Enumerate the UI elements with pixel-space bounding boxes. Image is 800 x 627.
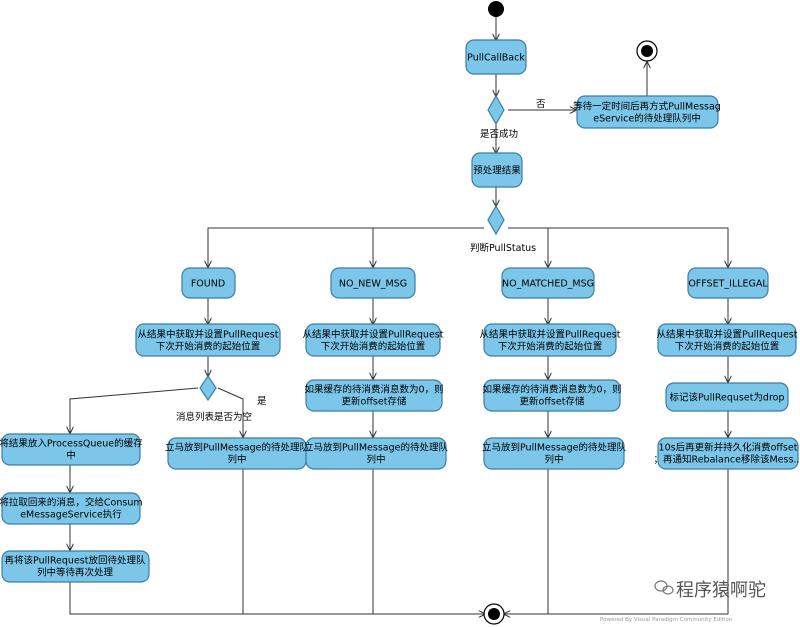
wechat-icon [654, 580, 674, 595]
svg-text:NO_MATCHED_MSG: NO_MATCHED_MSG [502, 279, 594, 290]
label-judge-pullstatus: 判断PullStatus [470, 242, 536, 254]
svg-text:10s后再更新并持久化消费offset；再通知Rebalan: 10s后再更新并持久化消费offset；再通知Rebalance移除该Mess.… [654, 442, 800, 466]
edge-decision3-processqueue [70, 387, 199, 433]
watermark-footer: Powered By Visual Paradigm Community Edi… [600, 617, 733, 623]
label-yes: 是 [257, 396, 267, 407]
node-status-no-matched-msg: NO_MATCHED_MSG [501, 267, 595, 299]
node-found-immediate-queue: 立马放到PullMessage的待处理队列中 [165, 437, 309, 470]
svg-text:如果缓存的待消费消息数为0，则更新offset存储: 如果缓存的待消费消息数为0，则更新offset存储 [304, 384, 443, 408]
edge-nomatch-end [504, 469, 549, 614]
decision-list-empty [199, 374, 217, 402]
edge-offset-end [548, 469, 729, 615]
node-mark-drop: 标记该PullRequset为drop [665, 382, 789, 412]
node-nonew-immediate-queue: 立马放到PullMessage的待处理队列中 [304, 437, 448, 470]
svg-text:再将该PullRequest放回待处理队列中等待再次处理: 再将该PullRequest放回待处理队列中等待再次处理 [5, 555, 146, 579]
node-status-found: FOUND [181, 267, 236, 299]
final-node-bottom [483, 603, 505, 625]
label-list-empty-question: 消息列表是否为空 [176, 411, 252, 423]
svg-text:标记该PullRequset为drop: 标记该PullRequset为drop [669, 392, 784, 404]
initial-node [488, 1, 504, 17]
watermark-text: 程序猿啊驼 [676, 580, 766, 601]
watermark: 程序猿啊驼 Powered By Visual Paradigm Communi… [600, 580, 766, 623]
node-nonew-update-offset: 如果缓存的待消费消息数为0，则更新offset存储 [304, 379, 444, 412]
label-success-question: 是否成功 [480, 128, 518, 140]
svg-text:OFFSET_ILLEGAL: OFFSET_ILLEGAL [688, 279, 768, 290]
svg-text:FOUND: FOUND [191, 279, 225, 290]
final-node-top [636, 40, 658, 62]
node-pullcallback: PullCallBack [465, 39, 527, 75]
svg-text:将结果放入ProcessQueue的缓存中: 将结果放入ProcessQueue的缓存中 [0, 438, 143, 462]
node-nomatch-immediate-queue: 立马放到PullMessage的待处理队列中 [482, 437, 626, 470]
node-persist-offset: 10s后再更新并持久化消费offset；再通知Rebalance移除该Mess.… [654, 437, 800, 470]
edge-to-found [208, 227, 484, 267]
decision-success [487, 94, 505, 126]
svg-text:立马放到PullMessage的待处理队列中: 立马放到PullMessage的待处理队列中 [304, 442, 448, 466]
node-nomatch-update-offset: 如果缓存的待消费消息数为0，则更新offset存储 [482, 379, 622, 412]
svg-text:立马放到PullMessage的待处理队列中: 立马放到PullMessage的待处理队列中 [165, 442, 309, 466]
node-requeue-pullrequest: 再将该PullRequest放回待处理队列中等待再次处理 [1, 550, 150, 583]
svg-text:预处理结果: 预处理结果 [473, 165, 521, 177]
edge-to-offset [508, 227, 728, 267]
edge-to-nonew [373, 227, 484, 267]
svg-text:PullCallBack: PullCallBack [467, 53, 525, 64]
edges [70, 17, 728, 614]
svg-text:如果缓存的待消费消息数为0，则更新offset存储: 如果缓存的待消费消息数为0，则更新offset存储 [482, 384, 621, 408]
label-no: 否 [536, 99, 546, 110]
node-status-no-new-msg: NO_NEW_MSG [330, 267, 416, 299]
node-put-processqueue: 将结果放入ProcessQueue的缓存中 [0, 433, 143, 466]
decision-pullstatus [487, 204, 505, 236]
node-preprocess: 预处理结果 [471, 152, 523, 188]
svg-text:立马放到PullMessage的待处理队列中: 立马放到PullMessage的待处理队列中 [482, 442, 626, 466]
edge-decision3-immediate [217, 387, 243, 437]
edge-requeue-end [69, 582, 485, 614]
node-status-offset-illegal: OFFSET_ILLEGAL [687, 267, 769, 299]
svg-text:NO_NEW_MSG: NO_NEW_MSG [339, 279, 407, 290]
